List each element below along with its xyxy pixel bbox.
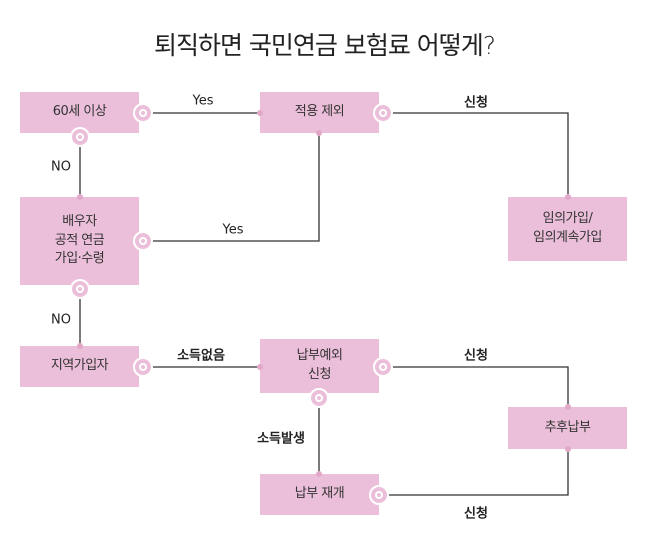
edge-exemption-deferred xyxy=(383,366,569,407)
edge-label-no: NO xyxy=(51,159,71,175)
edge-label-yes: Yes xyxy=(192,93,214,109)
node-regional: 지역가입자 xyxy=(20,346,139,387)
connector-dot-icon xyxy=(77,343,83,349)
node-voluntary: 임의가입/ 임의계속가입 xyxy=(508,197,627,261)
edge-label-apply: 신청 xyxy=(464,95,488,111)
page-title: 퇴직하면 국민연금 보험료 어떻게? xyxy=(153,31,496,60)
connector-dot-icon xyxy=(257,110,263,116)
edge-label-apply: 신청 xyxy=(464,506,488,522)
edge-excluded-spouse xyxy=(143,133,320,242)
node-age60: 60세 이상 xyxy=(20,92,139,133)
connector-knob-icon xyxy=(373,103,393,123)
connector-dot-icon xyxy=(565,404,571,410)
connector-dot-icon xyxy=(77,194,83,200)
node-excluded: 적용 제외 xyxy=(260,92,379,133)
node-deferred: 추후납부 xyxy=(508,407,627,449)
connector-knob-icon xyxy=(133,103,153,123)
edge-label-no: NO xyxy=(51,312,71,328)
connector-knob-icon xyxy=(133,357,153,377)
connector-dot-icon xyxy=(565,194,571,200)
connector-dot-icon xyxy=(257,364,263,370)
connector-dot-icon xyxy=(316,130,322,136)
node-resume: 납부 재개 xyxy=(260,474,379,515)
connector-knob-icon xyxy=(70,127,90,147)
edge-excluded-voluntary xyxy=(383,112,569,197)
connector-knob-icon xyxy=(133,231,153,251)
edge-label-income-occurs: 소득발생 xyxy=(257,431,305,447)
connector-knob-icon xyxy=(373,357,393,377)
connector-knob-icon xyxy=(70,279,90,299)
edge-resume-deferred xyxy=(383,449,569,496)
edge-label-no-income: 소득없음 xyxy=(177,348,225,364)
node-exemption: 납부예외 신청 xyxy=(260,339,379,393)
connector-knob-icon xyxy=(309,388,329,408)
connector-knob-icon xyxy=(369,485,389,505)
edge-label-yes: Yes xyxy=(222,222,244,238)
node-spouse: 배우자 공적 연금 가입·수령 xyxy=(20,197,139,285)
edge-label-apply: 신청 xyxy=(464,348,488,364)
connector-dot-icon xyxy=(316,471,322,477)
connector-dot-icon xyxy=(565,446,571,452)
